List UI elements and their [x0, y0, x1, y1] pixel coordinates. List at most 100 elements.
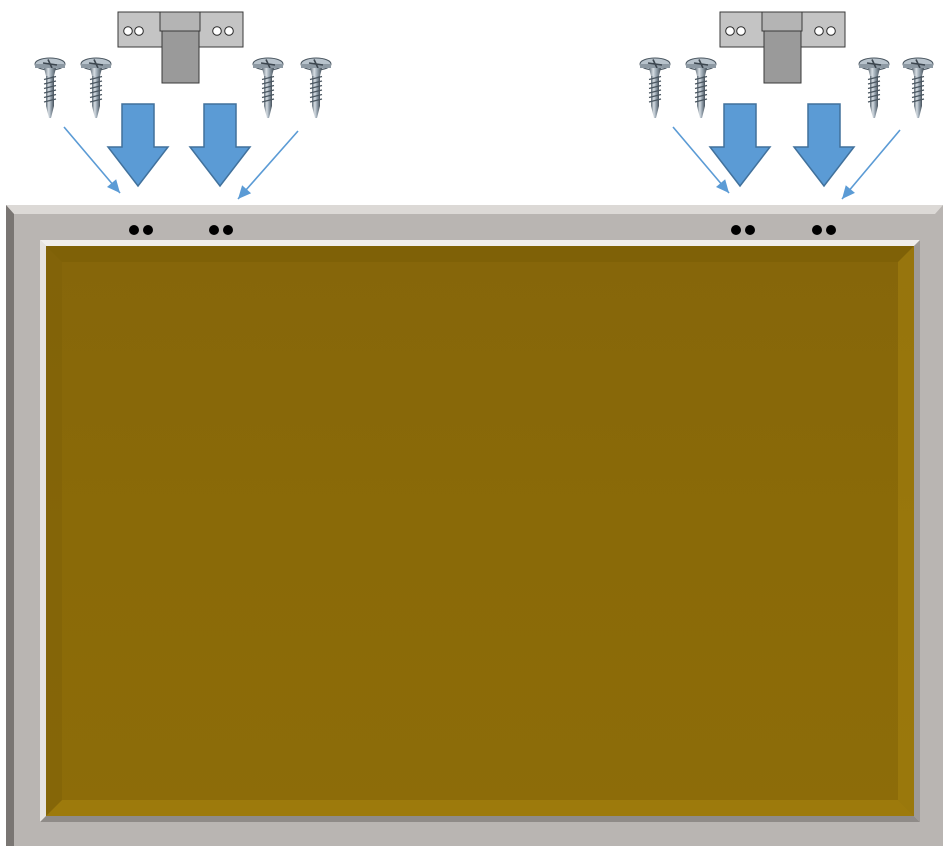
screw-slot	[866, 59, 882, 69]
screw-thread	[261, 84, 275, 90]
screw-thread	[694, 80, 708, 85]
screw-slot	[42, 59, 58, 69]
screw-2	[80, 57, 112, 118]
screw-thread	[648, 80, 662, 85]
screw-head-rim	[81, 64, 111, 68]
screw-slot	[693, 59, 709, 69]
screw-head-rim	[35, 64, 65, 68]
screw-thread	[261, 75, 275, 81]
screw-thread	[43, 93, 57, 99]
thin-arrow-line	[841, 129, 901, 200]
block-arrow-4	[792, 103, 856, 188]
thin-arrow-head	[107, 179, 120, 193]
screw-thread	[309, 84, 323, 90]
screw-thread	[261, 93, 275, 99]
screw-tip	[264, 106, 272, 118]
screw-head-rim	[686, 64, 716, 68]
thin-arrow-line	[672, 126, 730, 194]
screw-neck	[912, 68, 924, 76]
bracket-hole	[814, 26, 824, 36]
panel-edge-top	[46, 246, 914, 262]
thin-arrow-head	[842, 185, 855, 199]
screw-thread	[43, 84, 57, 90]
screw-slot	[647, 59, 663, 69]
screw-neck	[310, 68, 322, 76]
frame-hole	[209, 225, 219, 235]
panel-edge-right	[898, 246, 914, 816]
bracket-hole	[826, 26, 836, 36]
panel-edge-left	[46, 246, 62, 816]
screw-neck	[90, 68, 102, 76]
bracket-tab	[161, 30, 200, 84]
screw-neck	[44, 68, 56, 76]
screw-thread	[911, 98, 925, 103]
frame-hole	[143, 225, 153, 235]
screw-thread	[911, 84, 925, 90]
frame-hole	[812, 225, 822, 235]
screw-thread	[694, 98, 708, 103]
screw-thread	[911, 80, 925, 85]
screw-thread	[648, 75, 662, 81]
frame-hole	[129, 225, 139, 235]
screw-head-rim	[903, 64, 933, 68]
left-bracket	[117, 11, 244, 84]
screw-thread	[89, 93, 103, 99]
frame-top-bevel	[6, 205, 943, 214]
screw-thread	[89, 98, 103, 103]
screw-thread	[89, 75, 103, 81]
screw-thread	[43, 75, 57, 81]
screw-4	[300, 57, 332, 118]
screw-thread	[43, 89, 57, 94]
thin-arrow-head	[716, 179, 729, 193]
block-arrow-3	[708, 103, 772, 188]
screw-head-rim	[253, 64, 283, 68]
screw-head-rim	[301, 64, 331, 68]
screw-tip	[312, 106, 320, 118]
screw-thread	[261, 80, 275, 85]
bracket-hinge	[159, 11, 201, 32]
screw-thread	[694, 93, 708, 99]
bracket-tab	[763, 30, 802, 84]
screw-8	[902, 57, 934, 118]
screw-thread	[309, 98, 323, 103]
screw-thread	[309, 80, 323, 85]
screw-thread	[43, 98, 57, 103]
screw-thread	[309, 75, 323, 81]
panel-bevel-left	[40, 240, 46, 822]
thin-arrow-3	[672, 126, 730, 194]
screw-slot	[910, 59, 926, 69]
screw-7	[858, 57, 890, 118]
screw-thread	[867, 93, 881, 99]
screw-thread	[309, 89, 323, 94]
block-arrow-2	[188, 103, 252, 188]
screw-thread	[867, 89, 881, 94]
screw-thread	[309, 93, 323, 99]
screw-thread	[867, 98, 881, 103]
bracket-hole	[224, 26, 234, 36]
screw-tip	[92, 106, 100, 118]
screw-thread	[867, 80, 881, 85]
panel-bevel-right	[914, 240, 920, 822]
screw-thread	[694, 89, 708, 94]
screw-head-rim	[859, 64, 889, 68]
panel-bevel-bottom	[40, 816, 920, 822]
screw-thread	[261, 89, 275, 94]
frame-left-bevel	[6, 205, 14, 846]
screw-tip	[651, 106, 659, 118]
screw-thread	[261, 98, 275, 103]
bracket-hinge	[761, 11, 803, 32]
screw-thread	[867, 75, 881, 81]
screw-slot	[308, 59, 324, 69]
screw-tip	[46, 106, 54, 118]
screw-thread	[911, 89, 925, 94]
screw-neck	[262, 68, 274, 76]
screw-tip	[697, 106, 705, 118]
block-arrow-1	[106, 103, 170, 188]
screw-thread	[648, 98, 662, 103]
board-panel	[46, 246, 914, 816]
screw-thread	[911, 75, 925, 81]
thin-arrow-2	[237, 130, 299, 200]
screw-thread	[648, 89, 662, 94]
